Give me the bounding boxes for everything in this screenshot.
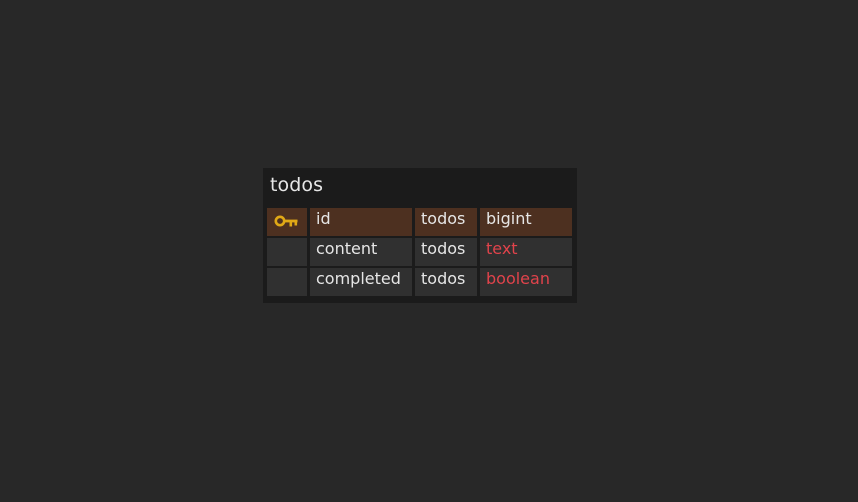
column-name: completed (310, 268, 412, 296)
column-row-id[interactable]: id todos bigint (267, 208, 574, 236)
column-type: boolean (480, 268, 572, 296)
key-cell (267, 268, 307, 296)
key-cell (267, 208, 307, 236)
table-title: todos (270, 174, 324, 196)
key-icon (274, 215, 298, 227)
column-type: bigint (480, 208, 572, 236)
column-list: id todos bigint content todos text compl… (267, 208, 574, 298)
table-card-todos[interactable]: todos id todos bigint content todos text (263, 168, 577, 303)
column-row-content[interactable]: content todos text (267, 238, 574, 266)
column-type: text (480, 238, 572, 266)
column-table: todos (415, 268, 477, 296)
column-name: content (310, 238, 412, 266)
key-cell (267, 238, 307, 266)
column-table: todos (415, 238, 477, 266)
column-name: id (310, 208, 412, 236)
column-row-completed[interactable]: completed todos boolean (267, 268, 574, 296)
column-table: todos (415, 208, 477, 236)
